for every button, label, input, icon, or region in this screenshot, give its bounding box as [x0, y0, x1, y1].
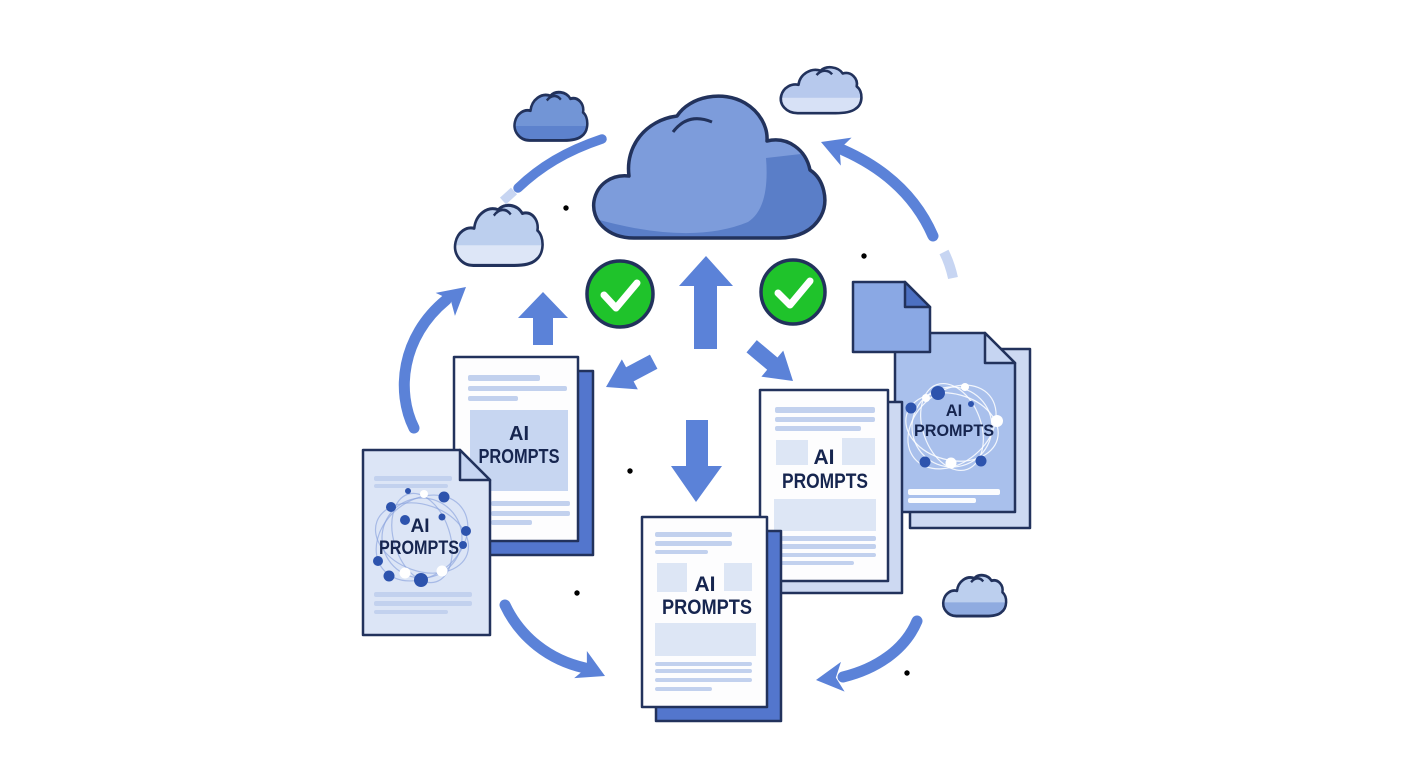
check-icon-right	[759, 258, 827, 326]
curved-arrows	[398, 127, 958, 695]
sparkle-icon	[565, 580, 589, 607]
folded-corner	[903, 280, 932, 309]
doc-title-word1: AI	[695, 573, 716, 596]
document-page	[640, 515, 769, 709]
diagonal-arrow-down-left	[598, 346, 662, 403]
cloud-bottom-right-icon	[941, 573, 1008, 618]
text-lines	[468, 375, 567, 401]
content-block	[657, 563, 687, 592]
text-lines	[781, 536, 876, 565]
text-lines	[908, 489, 1000, 503]
doc-title-word2: PROMPTS	[379, 538, 459, 559]
cloud-top-left-icon	[513, 90, 589, 142]
doc-title-word2: PROMPTS	[479, 446, 560, 468]
cloud-main-icon	[591, 94, 827, 240]
doc-title-word2: PROMPTS	[782, 470, 868, 493]
network-graph	[373, 488, 471, 587]
curved-arrow-left-up	[398, 275, 476, 434]
left-network-document: AI PROMPTS	[361, 448, 492, 637]
folded-corner	[458, 448, 492, 482]
text-lines	[655, 532, 732, 554]
doc-title-word1: AI	[946, 402, 963, 420]
sparkle-icon	[618, 458, 642, 485]
bottom-center-document: AI PROMPTS	[640, 515, 783, 723]
folded-note-icon	[851, 280, 932, 354]
text-lines	[775, 407, 875, 431]
cloud-top-right-icon	[779, 65, 863, 115]
doc-title-word2: PROMPTS	[662, 596, 752, 619]
text-lines	[374, 592, 472, 614]
upper-left-document: AI PROMPTS	[452, 355, 595, 557]
doc-title-word1: AI	[814, 446, 835, 469]
content-panel	[655, 623, 756, 656]
content-block	[724, 563, 752, 591]
content-block	[774, 499, 876, 531]
diagonal-arrow-down-right	[740, 333, 804, 395]
up-arrow-left	[518, 292, 568, 345]
down-arrow-center	[671, 420, 722, 502]
doc-title-word1: AI	[509, 423, 529, 445]
content-block	[842, 438, 875, 465]
network-graph	[905, 382, 1003, 472]
sparkle-icon	[554, 195, 578, 222]
far-right-network-document: AI PROMPTS	[893, 331, 1032, 530]
up-arrow-center	[679, 256, 733, 349]
arrows	[518, 256, 804, 502]
doc-title-word2: PROMPTS	[914, 421, 994, 440]
curved-arrow-bottom-right	[814, 615, 923, 695]
text-lines	[374, 476, 452, 488]
right-document: AI PROMPTS	[758, 388, 904, 595]
curved-arrow-bottom-left	[499, 599, 612, 690]
sparkle-icon	[852, 243, 876, 270]
text-lines	[655, 662, 752, 691]
text-lines	[491, 501, 570, 525]
check-icon-left	[585, 259, 655, 329]
curved-arrow-top-right	[815, 127, 958, 280]
document-page	[361, 448, 492, 637]
curved-arc-top-left	[499, 134, 607, 205]
content-block	[776, 440, 808, 465]
cloud-left-icon	[453, 203, 545, 267]
doc-title-word1: AI	[411, 516, 430, 537]
cloud-detail-line	[671, 117, 713, 133]
folded-corner	[983, 331, 1017, 365]
sparkle-icon	[895, 660, 919, 687]
